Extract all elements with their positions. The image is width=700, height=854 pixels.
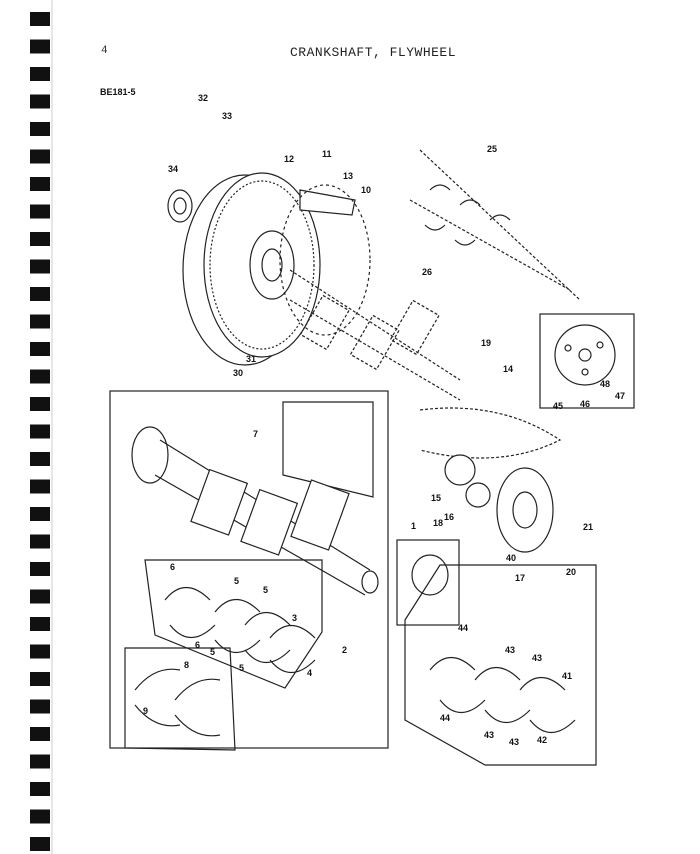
page-number: 4	[101, 45, 108, 57]
callout-number: 21	[583, 522, 594, 532]
crankshaft-box	[109, 390, 389, 751]
flywheel	[167, 172, 321, 366]
callout-number: 14	[503, 364, 514, 374]
callout-number: 7	[253, 429, 259, 439]
callout-number: 47	[615, 391, 626, 401]
binding-ring	[30, 562, 50, 576]
callout-number: 13	[343, 171, 354, 181]
callout-number: 43	[484, 730, 495, 740]
callout-number: 17	[515, 573, 526, 583]
spiral-binding	[30, 0, 53, 854]
binding-ring	[30, 149, 50, 164]
callout-number: 6	[195, 640, 201, 650]
callout-number: 30	[233, 368, 244, 378]
callout-number: 48	[600, 379, 611, 389]
binding-ring	[30, 617, 50, 631]
callout-number: 20	[566, 567, 577, 577]
callout-number: 40	[506, 553, 517, 563]
binding-ring	[30, 39, 50, 54]
binding-ring	[30, 782, 50, 796]
binding-ring	[30, 534, 50, 549]
callout-number: 44	[458, 623, 469, 633]
callout-number: 1	[411, 521, 417, 531]
callout-number: 34	[168, 164, 179, 174]
callout-number: 11	[322, 149, 332, 159]
callout-number: 10	[361, 185, 372, 195]
callout-number: 5	[210, 647, 216, 657]
callout-number: 41	[562, 671, 573, 681]
callout-number: 43	[509, 737, 520, 747]
pulley-17	[396, 454, 554, 626]
binding-ring	[30, 589, 50, 604]
pulley-box-45	[539, 313, 635, 409]
callout-number: 8	[184, 660, 190, 670]
binding-ring	[30, 314, 50, 329]
figure-reference: BE181-5	[100, 87, 136, 97]
page-title: CRANKSHAFT, FLYWHEEL	[290, 45, 457, 60]
binding-ring	[30, 259, 50, 274]
callout-number: 2	[342, 645, 348, 655]
callout-number: 15	[431, 493, 442, 503]
callout-number: 18	[433, 518, 444, 528]
callout-number: 16	[444, 512, 455, 522]
callout-number: 45	[553, 401, 564, 411]
binding-ring	[30, 94, 50, 109]
callout-number: 6	[170, 562, 176, 572]
binding-ring	[30, 287, 50, 301]
binding-ring	[30, 837, 50, 851]
binding-ring	[30, 727, 50, 741]
binding-ring	[30, 644, 50, 659]
binding-ring	[30, 342, 50, 356]
callout-number: 25	[487, 144, 498, 154]
binding-ring	[30, 204, 50, 219]
callout-number: 4	[307, 668, 313, 678]
callout-number: 5	[263, 585, 269, 595]
binding-ring	[30, 699, 50, 714]
binding-ring	[30, 452, 50, 466]
callout-number: 44	[440, 713, 451, 723]
binding-ring	[30, 67, 50, 81]
main-bearings	[134, 586, 316, 737]
rod-bearing-box-40	[404, 564, 597, 766]
callout-number: 43	[505, 645, 516, 655]
callout-number: 43	[532, 653, 543, 663]
callout-number: 46	[580, 399, 591, 409]
binding-ring	[30, 369, 50, 384]
callout-number: 3	[292, 613, 298, 623]
binding-ring	[30, 232, 50, 246]
binding-ring	[30, 479, 50, 494]
binding-ring	[30, 672, 50, 686]
binding-ring	[30, 754, 50, 769]
callout-number: 19	[481, 338, 492, 348]
callout-number: 26	[422, 267, 433, 277]
binding-ring	[30, 424, 50, 439]
ring-gear	[279, 184, 371, 336]
binding-ring	[30, 809, 50, 824]
callout-number: 33	[222, 111, 233, 121]
binding-ring	[30, 397, 50, 411]
callout-number: 42	[537, 735, 548, 745]
callout-number: 9	[143, 706, 149, 716]
binding-ring	[30, 12, 50, 26]
callout-number: 5	[234, 576, 240, 586]
bearing-halves-25-26	[424, 184, 511, 246]
binding-ring	[30, 122, 50, 136]
callout-number: 5	[239, 663, 245, 673]
callout-number: 31	[246, 354, 257, 364]
binding-ring	[30, 507, 50, 521]
callout-number: 12	[284, 154, 295, 164]
callout-number: 32	[198, 93, 209, 103]
binding-ring	[30, 177, 50, 191]
